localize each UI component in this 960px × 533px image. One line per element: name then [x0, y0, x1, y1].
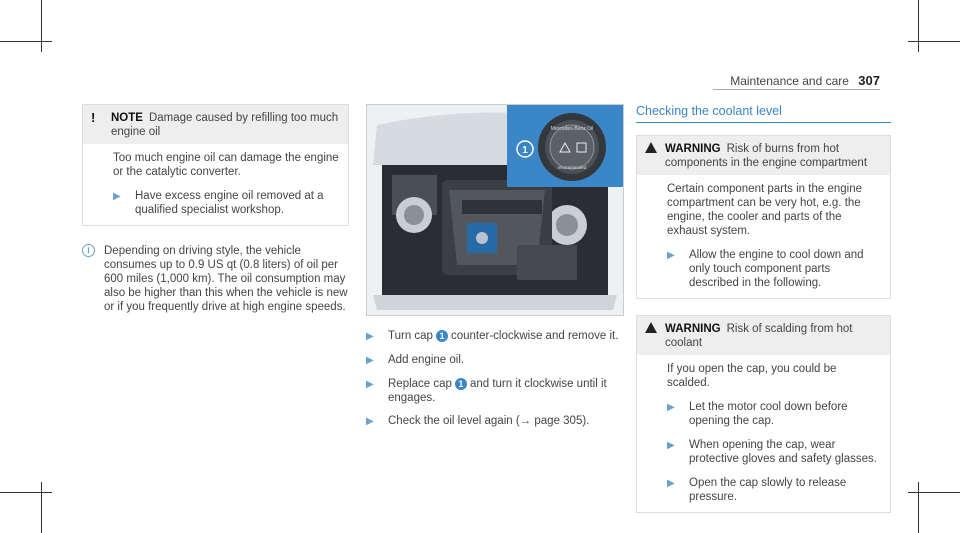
arrow-icon: ▶: [667, 440, 675, 451]
warning-step-text: Let the motor cool down before opening t…: [689, 401, 848, 427]
warning-step-text: Allow the engine to cool down and only t…: [689, 249, 864, 289]
arrow-icon: ▶: [667, 402, 675, 413]
step-text: Add engine oil.: [388, 354, 465, 366]
arrow-icon: ▶: [366, 355, 374, 366]
notice-body: Too much engine oil can damage the engin…: [83, 144, 348, 225]
crop-mark: [41, 0, 42, 52]
step-text: counter-clockwise and remove it.: [450, 330, 619, 342]
warning-text: If you open the cap, you could be scalde…: [667, 363, 837, 389]
warning-title: WARNING: [665, 323, 721, 335]
crop-mark: [908, 41, 960, 42]
warning-step-text: When opening the cap, wear protective gl…: [689, 439, 877, 465]
cap-brand-text: Mercedes-Benz Oil: [551, 126, 594, 132]
crop-mark: [41, 482, 42, 533]
notice-subtitle: Damage caused by refilling too much engi…: [111, 112, 339, 138]
callout-badge: 1: [454, 377, 467, 390]
warning-body: Certain component parts in the engine co…: [637, 175, 890, 298]
callout-number: 1: [522, 145, 528, 156]
step-text: Replace cap: [388, 378, 452, 390]
arrow-icon: ▶: [667, 250, 675, 261]
section-title: Maintenance and care: [730, 74, 849, 88]
warning-title: WARNING: [665, 143, 721, 155]
step-text[interactable]: Check the oil level again (→ page 305).: [388, 415, 590, 427]
crop-mark: [0, 492, 52, 493]
warning-step: ▶ Open the cap slowly to release pressur…: [667, 476, 882, 504]
warning-subtitle: Risk of burns from hot components in the…: [665, 143, 868, 169]
cap-recommended-text: recommended: [558, 165, 587, 170]
warning-step: ▶ Let the motor cool down before opening…: [667, 400, 882, 428]
arrow-icon: ▶: [667, 478, 675, 489]
step-text: Turn cap: [388, 330, 433, 342]
crop-mark: [918, 0, 919, 52]
arrow-icon: ▶: [366, 379, 374, 390]
notice-title: NOTE: [111, 112, 143, 124]
info-icon: i: [82, 244, 95, 257]
notice-text: Too much engine oil can damage the engin…: [113, 152, 339, 178]
crop-mark: [918, 482, 919, 533]
warning-subtitle: Risk of scalding from hot coolant: [665, 323, 853, 349]
warning-step: ▶ When opening the cap, wear protective …: [667, 438, 882, 466]
notice-step-text: Have excess engine oil removed at a qual…: [135, 190, 324, 216]
arrow-icon: ▶: [366, 416, 374, 427]
middle-column: Mercedes-Benz Oil recommended 1 ▶ Turn c…: [366, 104, 624, 429]
section-heading: Checking the coolant level: [636, 104, 891, 123]
warning-step: ▶ Allow the engine to cool down and only…: [667, 248, 882, 290]
notice-step: ▶ Have excess engine oil removed at a qu…: [113, 189, 340, 217]
info-text: Depending on driving style, the vehicle …: [104, 245, 348, 313]
warning-text: Certain component parts in the engine co…: [667, 183, 862, 237]
warning-body: If you open the cap, you could be scalde…: [637, 355, 890, 512]
warning-step-text: Open the cap slowly to release pressure.: [689, 477, 847, 503]
info-note: i Depending on driving style, the vehicl…: [82, 244, 349, 314]
step-text: and turn it clockwise until it engages.: [388, 378, 607, 404]
arrow-icon: ▶: [366, 331, 374, 342]
page-number: 307: [858, 73, 880, 88]
warning-icon: [645, 142, 657, 153]
header-divider: [713, 89, 880, 90]
warning-icon: [645, 322, 657, 333]
page-header: Maintenance and care 307: [730, 73, 880, 88]
crop-mark: [908, 492, 960, 493]
callout-badge: 1: [435, 329, 448, 342]
crop-mark: [0, 41, 52, 42]
engine-photo: Mercedes-Benz Oil recommended 1: [366, 104, 624, 316]
step-add-oil: ▶ Add engine oil.: [366, 353, 624, 368]
engine-bay-illustration: Mercedes-Benz Oil recommended 1: [367, 105, 623, 315]
exclamation-icon: !: [91, 110, 96, 125]
step-check-level: ▶ Check the oil level again (→ page 305)…: [366, 414, 624, 429]
arrow-icon: ▶: [113, 191, 121, 202]
